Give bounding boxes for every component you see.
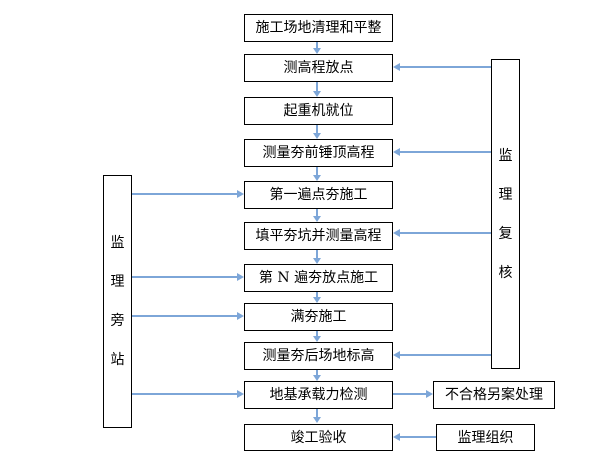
supervision-onsite-char-4: 站 — [110, 352, 125, 368]
arrow-review-to-fill-pit-head — [393, 229, 400, 237]
arrow-onsite-to-bearing-test-head — [237, 390, 244, 398]
supervision-review-box: 监 理 复 核 — [491, 59, 520, 369]
step-nth-pass-ram-point-layout: 第 N 遍夯放点施工 — [244, 264, 393, 292]
step-pre-ram-hammer-top-elevation: 测量夯前锤顶高程 — [244, 139, 393, 167]
arrow-down-5-line — [316, 209, 318, 217]
step-bearing-capacity-test: 地基承载力检测 — [244, 381, 393, 409]
arrow-review-to-hammer-top-line — [400, 151, 491, 153]
arrow-down-8-line — [316, 331, 318, 337]
supervision-onsite-box: 监 理 旁 站 — [103, 175, 132, 428]
arrow-test-to-rejected-head — [426, 390, 433, 398]
step-completion-acceptance: 竣工验收 — [244, 424, 393, 451]
arrow-down-6-head — [313, 258, 321, 264]
arrow-down-7-head — [313, 297, 321, 303]
arrow-onsite-to-nth-pass-head — [237, 273, 244, 281]
supervision-onsite-char-2: 理 — [110, 274, 125, 290]
arrow-review-to-fill-pit-line — [400, 232, 491, 234]
arrow-down-5-head — [313, 216, 321, 222]
arrow-down-10-head — [313, 417, 321, 423]
step-crane-positioning: 起重机就位 — [244, 97, 393, 125]
arrow-down-1-line — [316, 42, 318, 49]
arrow-test-to-rejected-line — [393, 393, 426, 395]
arrow-down-1-head — [313, 48, 321, 54]
arrow-down-9-head — [313, 375, 321, 381]
supervision-review-char-1: 监 — [498, 147, 513, 164]
arrow-onsite-to-first-pass-line — [132, 193, 237, 195]
arrow-down-7-line — [316, 292, 318, 298]
arrow-onsite-to-full-ramming-line — [132, 315, 237, 317]
supervision-organization-box: 监理组织 — [436, 424, 535, 451]
arrow-review-to-elevation-point-line — [400, 66, 491, 68]
arrow-review-to-elevation-point-head — [393, 63, 400, 71]
supervision-review-char-4: 核 — [498, 264, 513, 281]
supervision-review-char-3: 复 — [498, 225, 513, 242]
arrow-onsite-to-full-ramming-head — [237, 312, 244, 320]
arrow-down-3-line — [316, 125, 318, 134]
arrow-down-3-head — [313, 133, 321, 139]
arrow-onsite-to-first-pass-head — [237, 190, 244, 198]
arrow-down-4-line — [316, 167, 318, 176]
arrow-org-to-acceptance-head — [393, 433, 400, 441]
arrow-onsite-to-nth-pass-line — [132, 276, 237, 278]
step-first-pass-point-ramming: 第一遍点夯施工 — [244, 181, 393, 209]
arrow-down-4-head — [313, 175, 321, 181]
arrow-review-to-hammer-top-head — [393, 148, 400, 156]
arrow-down-8-head — [313, 336, 321, 342]
arrow-down-6-line — [316, 250, 318, 259]
arrow-org-to-acceptance-line — [400, 436, 436, 438]
arrow-review-to-post-ram-line — [400, 354, 491, 356]
step-fill-pit-measure-elevation: 填平夯坑并测量高程 — [244, 222, 393, 250]
step-post-ram-site-elevation: 测量夯后场地标高 — [244, 342, 393, 370]
arrow-down-2-line — [316, 82, 318, 92]
supervision-review-char-2: 理 — [498, 186, 513, 203]
step-full-ramming: 满夯施工 — [244, 303, 393, 331]
arrow-down-9-line — [316, 370, 318, 376]
arrow-onsite-to-bearing-test-line — [132, 393, 237, 395]
rejected-separate-case-box: 不合格另案处理 — [433, 381, 555, 409]
arrow-down-2-head — [313, 91, 321, 97]
supervision-onsite-char-3: 旁 — [110, 313, 125, 329]
arrow-down-10-line — [316, 409, 318, 418]
step-site-clearing-leveling: 施工场地清理和平整 — [244, 14, 393, 42]
arrow-review-to-post-ram-head — [393, 351, 400, 359]
supervision-onsite-char-1: 监 — [110, 235, 125, 251]
step-elevation-point-setting: 测高程放点 — [244, 54, 393, 82]
